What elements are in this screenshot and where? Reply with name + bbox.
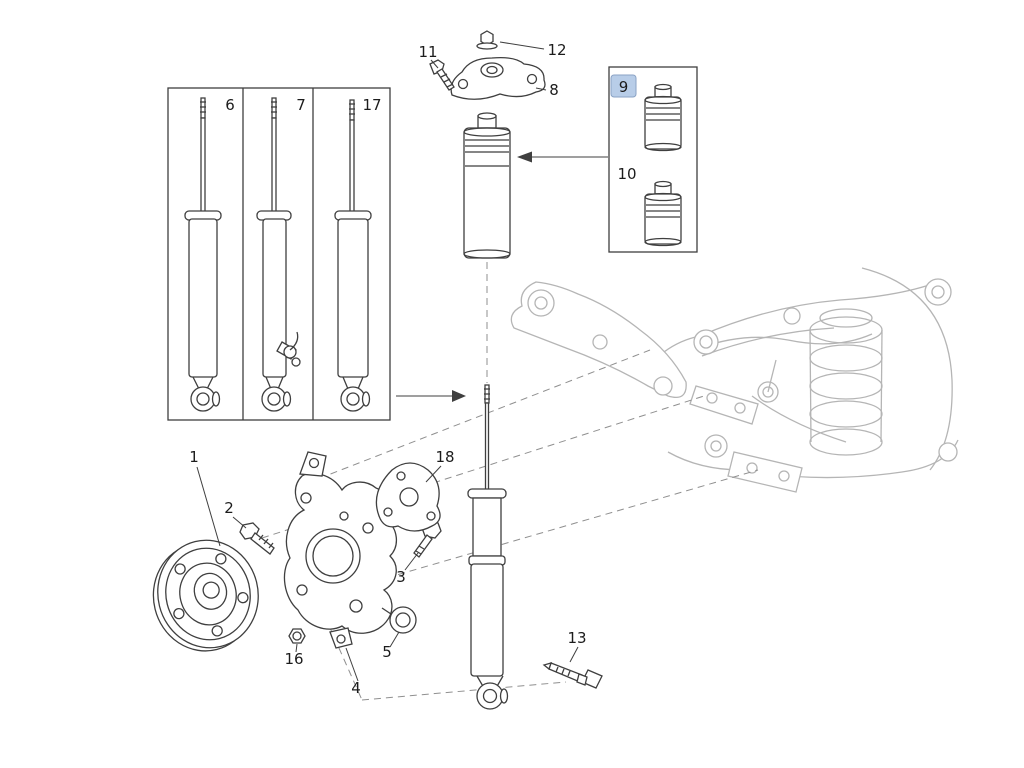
shock-variant-17-drawing [334,99,372,412]
callout-5[interactable]: 5 [382,643,392,661]
shock-variant-7-drawing [256,97,301,412]
dust-boot-drawing [463,112,511,259]
bolt-13-drawing [542,662,603,689]
callout-8[interactable]: 8 [549,81,559,99]
nut-16-drawing [288,628,306,644]
main-shock-absorber-drawing [467,384,509,710]
boot-10-drawing [644,180,682,247]
pointer-arrow-to-boot [517,151,608,163]
bushing-5-drawing [381,606,417,634]
callout-9-highlight [610,74,637,98]
subframe-background-drawing [510,267,959,493]
shock-variant-6-drawing [184,97,222,412]
knuckle-drawing [283,451,397,649]
wheel-hub-drawing [152,539,259,652]
callout-2[interactable]: 2 [224,499,234,517]
boot-9-drawing [644,83,682,152]
nut-12-drawing [476,30,498,50]
callout-10[interactable]: 10 [617,165,636,183]
top-mount-assembly-drawing [429,30,546,100]
backing-plate-drawing [375,462,441,532]
callout-18[interactable]: 18 [435,448,454,466]
callout-3[interactable]: 3 [396,568,406,586]
callout-9-selected[interactable]: 9 [619,78,629,96]
upper-control-arm-drawing [510,281,687,399]
coil-spring-drawing [809,308,883,456]
callout-1[interactable]: 1 [189,448,199,466]
mount-bracket-8-drawing [450,56,546,100]
callout-17[interactable]: 17 [362,96,381,114]
pointer-arrow-to-shock [396,390,466,402]
callout-leader-lines [196,41,579,682]
bolt-11-drawing [429,59,455,91]
callout-4[interactable]: 4 [351,679,361,697]
boot-variants-box [608,66,698,253]
callout-12[interactable]: 12 [547,41,566,59]
callout-7[interactable]: 7 [296,96,306,114]
shock-variants-box [167,87,391,421]
callout-11[interactable]: 11 [418,43,437,61]
callout-13[interactable]: 13 [567,629,586,647]
callout-6[interactable]: 6 [225,96,235,114]
callout-16[interactable]: 16 [284,650,303,668]
